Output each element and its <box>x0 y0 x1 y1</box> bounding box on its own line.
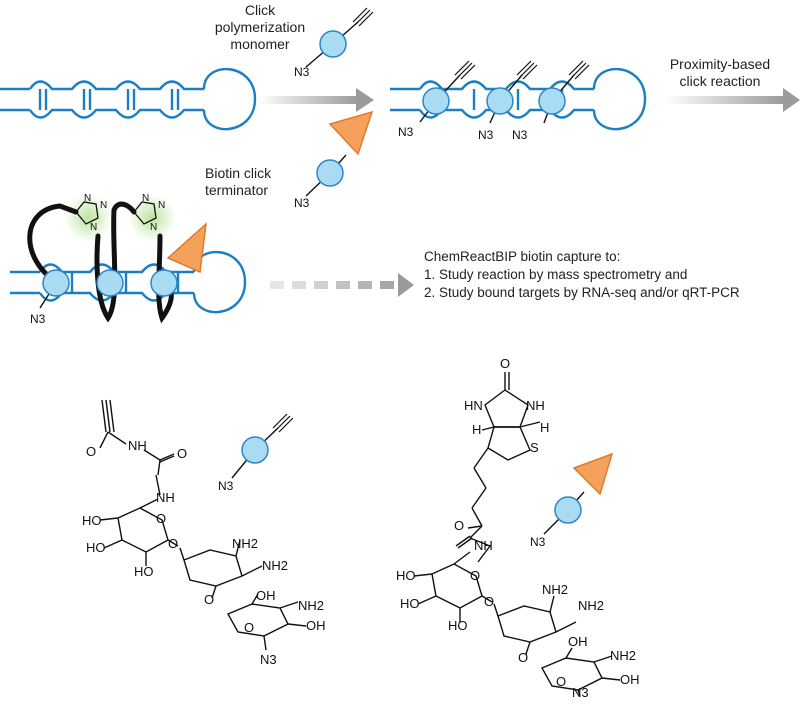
azide-label: N3 <box>294 196 310 210</box>
oh-label: OH <box>568 634 588 649</box>
o-label: O <box>484 594 494 609</box>
nh2-label: NH2 <box>578 598 604 613</box>
proximity-label: Proximity-based click reaction <box>655 56 785 90</box>
biotin-terminator-label-line: Biotin click <box>205 165 272 181</box>
o-label: O <box>556 674 566 689</box>
rna-hairpin-1 <box>0 67 257 131</box>
nh-label: NH <box>156 490 175 505</box>
azide-label: N3 <box>218 479 234 493</box>
azide-label: N3 <box>572 685 589 700</box>
ho-label: HO <box>448 618 468 633</box>
ho-label: HO <box>400 596 420 611</box>
azide-label: N3 <box>294 65 310 79</box>
biotin-terminator-icon: N3 <box>294 110 374 210</box>
triazole-glows <box>64 194 176 242</box>
azide-label: N3 <box>530 535 546 549</box>
h-label: H <box>540 420 549 435</box>
biotin-terminator-label-line: terminator <box>205 182 269 198</box>
s-label: S <box>530 440 539 455</box>
o-label: O <box>454 518 464 533</box>
nh2-label: NH2 <box>610 648 636 663</box>
nh2-label: NH2 <box>262 558 288 573</box>
o-label: O <box>177 446 187 461</box>
hn-label: HN <box>464 398 483 413</box>
proximity-label-line: click reaction <box>679 73 761 89</box>
oh-label: OH <box>256 588 276 603</box>
ho-label: HO <box>86 540 106 555</box>
ho-label: HO <box>396 568 416 583</box>
nh2-label: NH2 <box>542 582 568 597</box>
click-monomer-label: Click polymerization monomer <box>200 2 320 53</box>
azide-label: N3 <box>478 128 494 142</box>
triazole-n-label: N <box>150 222 157 233</box>
triazole-n-label: N <box>158 200 165 211</box>
triazole-n-label: N <box>142 193 149 204</box>
rna-hairpin-3 <box>10 250 247 314</box>
azide-label: N3 <box>30 312 46 326</box>
o-label: O <box>204 592 214 607</box>
o-label: O <box>244 620 254 635</box>
click-monomer-icon: N3 <box>294 7 374 79</box>
oh-label: OH <box>306 618 326 633</box>
biotin-terminator-label: Biotin click terminator <box>205 165 315 199</box>
capture-title: ChemReactBIP biotin capture to: <box>424 249 621 264</box>
o-label: O <box>168 536 178 551</box>
monomer-icon-small: N3 <box>218 413 294 493</box>
triazole-rings <box>75 201 157 225</box>
nh-label: NH <box>128 438 147 453</box>
capture-description: ChemReactBIP biotin capture to: 1. Study… <box>424 248 794 302</box>
monomer-structure-labels: O NH O NH O HO HO HO O NH2 NH2 O OH NH2 … <box>82 438 326 667</box>
terminator-structure-labels: O HN NH H H S O NH O HO HO HO O NH2 NH2 … <box>396 356 640 700</box>
azide-label: N3 <box>398 125 414 139</box>
polymer-beads: N3 <box>30 222 207 326</box>
ho-label: HO <box>82 513 102 528</box>
o-label: O <box>470 568 480 583</box>
nh-label: NH <box>526 398 545 413</box>
proximity-label-line: Proximity-based <box>669 56 771 72</box>
nh2-label: NH2 <box>232 536 258 551</box>
oh-label: OH <box>620 672 640 687</box>
azide-label: N3 <box>512 128 528 142</box>
terminator-structure <box>413 372 621 697</box>
click-monomer-label-line: polymerization <box>214 19 306 35</box>
bound-monomers: N3 N3 N3 <box>398 60 590 142</box>
o-label: O <box>86 444 96 459</box>
o-label: O <box>500 356 510 371</box>
monomer-structure <box>99 399 307 651</box>
nh-label: NH <box>474 538 493 553</box>
arrow-proximity-reaction <box>665 88 800 112</box>
capture-step: 2. Study bound targets by RNA-seq and/or… <box>424 285 740 300</box>
h-label: H <box>472 422 481 437</box>
click-monomer-label-line: Click <box>244 2 276 18</box>
o-label: O <box>156 511 166 526</box>
click-monomer-label-line: monomer <box>230 36 290 52</box>
capture-step: 1. Study reaction by mass spectrometry a… <box>424 267 688 282</box>
azide-label: N3 <box>260 652 277 667</box>
arrow-capture <box>270 273 414 297</box>
arrow-monomer-addition <box>258 88 374 112</box>
o-label: O <box>518 650 528 665</box>
triazole-n-label: N <box>90 222 97 233</box>
nh2-label: NH2 <box>298 598 324 613</box>
terminator-icon-small: N3 <box>530 452 614 549</box>
triazole-n-label: N <box>100 200 107 211</box>
ho-label: HO <box>134 564 154 579</box>
triazole-n-label: N <box>84 193 91 204</box>
